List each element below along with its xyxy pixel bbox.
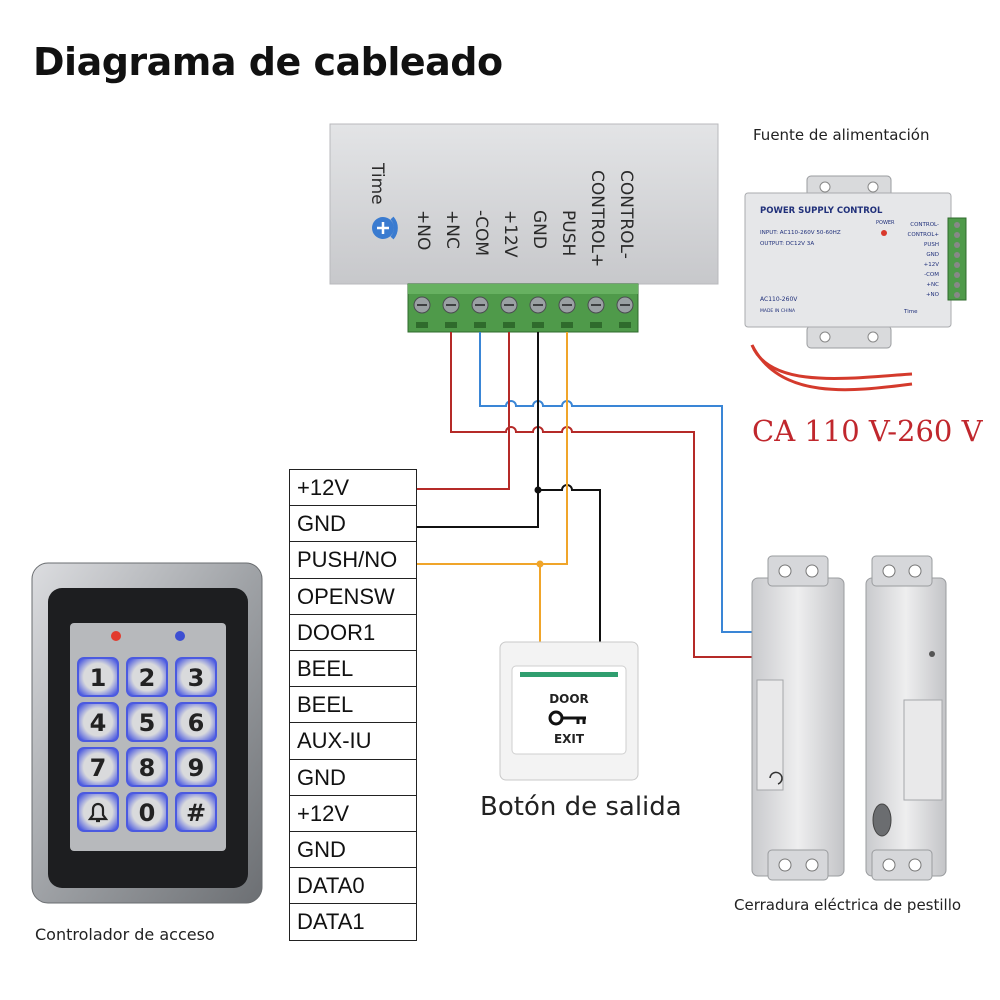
terminal-row-gnd-2: GND — [290, 760, 416, 796]
closeup-label-control-plus: CONTROL+ — [587, 170, 607, 267]
terminal-row-gnd-3: GND — [290, 832, 416, 869]
controller-caption: Controlador de acceso — [35, 925, 215, 944]
psu-photo-terminal-6: -COM — [924, 272, 939, 278]
status-led-blue — [175, 631, 185, 641]
keypad-key-label-0: 0 — [139, 799, 156, 827]
exit-button: DOOR EXIT — [499, 641, 639, 781]
keypad-key-label-3: 3 — [188, 664, 205, 692]
keypad-key-label-8: 8 — [139, 754, 156, 782]
terminal-row-beel-2: BEEL — [290, 687, 416, 724]
psu-photo-terminal-1: CONTROL- — [910, 222, 939, 228]
closeup-label-gnd: GND — [529, 210, 549, 249]
psu-photo-time: Time — [903, 309, 918, 315]
controller-terminal-table: +12V GND PUSH/NO OPENSW DOOR1 BEEL BEEL … — [289, 469, 417, 942]
keypad-key-1[interactable] — [77, 657, 119, 697]
exit-button-caption: Botón de salida — [480, 792, 682, 822]
closeup-label-push: PUSH — [558, 210, 578, 256]
status-led-red — [111, 631, 121, 641]
keypad-key-5[interactable] — [126, 702, 168, 742]
keypad-key-0[interactable] — [126, 792, 168, 832]
closeup-label-control-minus: CONTROL- — [616, 170, 636, 259]
wires — [415, 332, 752, 658]
keypad-key-6[interactable] — [175, 702, 217, 742]
time-adjust-icon — [372, 216, 398, 240]
psu-photo-power: POWER — [876, 220, 895, 226]
power-supply-closeup-labels: Time +NO +NC -COM +12V GND PUSH CONTROL+… — [367, 162, 636, 267]
closeup-label-12v: +12V — [500, 210, 520, 258]
keypad-key-4[interactable] — [77, 702, 119, 742]
power-supply-closeup: Time +NO +NC -COM +12V GND PUSH CONTROL+… — [329, 123, 719, 333]
wire-blue-com — [479, 332, 752, 633]
keypad-key-label-9: 9 — [188, 754, 205, 782]
keypad-key-label-6: 6 — [188, 709, 205, 737]
closeup-label-no: +NO — [413, 210, 433, 250]
electric-bolt-lock — [751, 555, 947, 881]
keypad-key-8[interactable] — [126, 747, 168, 787]
keypad-key-3[interactable] — [175, 657, 217, 697]
keypad-key-label-1: 1 — [90, 664, 107, 692]
terminal-row-beel: BEEL — [290, 651, 416, 688]
terminal-row-data1: DATA1 — [297, 909, 365, 935]
keypad-key-label-7: 7 — [90, 754, 107, 782]
terminal-row-push-no: PUSH/NO — [290, 542, 416, 579]
wire-black-gnd — [415, 332, 539, 528]
push-junction — [536, 560, 544, 568]
exit-button-exit-text: EXIT — [554, 732, 585, 746]
keypad-key-bell[interactable] — [77, 792, 119, 832]
terminal-row-aux-iu: AUX-IU — [290, 723, 416, 760]
terminal-row-gnd: GND — [290, 506, 416, 543]
psu-photo-input: INPUT: AC110-260V 50-60HZ — [760, 230, 841, 236]
ac-input-label: CA 110 V-260 V — [752, 414, 983, 448]
psu-photo-terminal-4: GND — [926, 252, 939, 258]
psu-photo-terminal-3: PUSH — [924, 242, 939, 248]
terminal-row-12v: +12V — [290, 470, 416, 507]
access-controller-keypad: 1 2 3 4 5 6 7 8 9 0 # — [31, 562, 263, 904]
terminal-block — [407, 283, 639, 333]
psu-photo-terminal-8: +NO — [926, 292, 940, 298]
keypad-keys: 1 2 3 4 5 6 7 8 9 0 # — [77, 657, 217, 832]
keypad-key-7[interactable] — [77, 747, 119, 787]
psu-photo-terminal-2: CONTROL+ — [908, 232, 940, 238]
keypad-key-label-4: 4 — [90, 709, 107, 737]
page-title: Diagrama de cableado — [33, 40, 503, 84]
exit-button-door-text: DOOR — [549, 692, 589, 706]
keypad-key-label-2: 2 — [139, 664, 156, 692]
psu-photo-terminal-5: +12V — [924, 262, 940, 268]
terminal-row-opensw: OPENSW — [290, 579, 416, 615]
terminal-row-door1: DOOR1 — [290, 615, 416, 651]
psu-photo-output: OUTPUT: DC12V 3A — [760, 241, 814, 247]
psu-photo-header: POWER SUPPLY CONTROL — [760, 206, 883, 216]
gnd-junction — [534, 486, 542, 494]
closeup-label-com: -COM — [471, 210, 491, 256]
power-supply-photo: POWER SUPPLY CONTROL INPUT: AC110-260V 5… — [744, 175, 967, 392]
power-supply-caption: Fuente de alimentación — [753, 126, 930, 144]
keypad-key-label-5: 5 — [139, 709, 156, 737]
power-led — [881, 230, 887, 236]
wire-orange-push — [415, 332, 568, 565]
lock-caption: Cerradura eléctrica de pestillo — [734, 896, 962, 914]
keypad-key-hash[interactable] — [175, 792, 217, 832]
keypad-key-9[interactable] — [175, 747, 217, 787]
psu-photo-made: MADE IN CHINA — [760, 308, 796, 314]
psu-photo-terminal-7: +NC — [926, 282, 939, 288]
closeup-label-nc: +NC — [442, 210, 462, 249]
keypad-key-2[interactable] — [126, 657, 168, 697]
wire-red-12v — [415, 332, 510, 490]
psu-photo-ac: AC110-260V — [760, 296, 798, 303]
key-icon — [548, 710, 586, 726]
bell-icon — [87, 802, 109, 823]
wire-red-no — [450, 332, 752, 658]
terminal-row-12v-2: +12V — [290, 796, 416, 832]
closeup-label-time: Time — [367, 162, 387, 205]
keypad-key-label-hash: # — [186, 799, 206, 827]
terminal-row-data0: DATA0 — [290, 868, 416, 905]
